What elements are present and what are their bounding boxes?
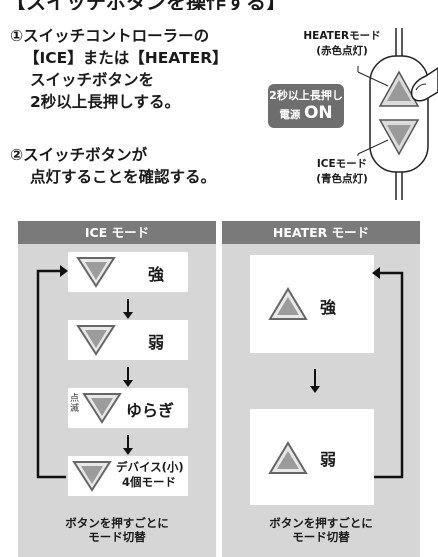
- power-label: 電源: [279, 109, 301, 121]
- step-1-line-1: ①スイッチコントローラーの: [10, 27, 210, 45]
- heater-panel-title: HEATER モード: [222, 221, 420, 244]
- arrow-down-icon: [123, 299, 133, 319]
- heater-mode-label: HEATERモード (赤色点灯): [296, 28, 388, 58]
- ice-mode-text: ICEモード: [316, 158, 368, 170]
- heater-level-weak-label: 弱: [320, 450, 337, 469]
- ice-mode-label: ICEモード (青色点灯): [296, 156, 388, 186]
- ice-mode-sub: (青色点灯): [316, 173, 368, 185]
- blink-label: 点 滅: [70, 394, 80, 414]
- switch-controller-illustration: [357, 28, 438, 200]
- step-1-line-3: スイッチボタンを: [30, 71, 155, 89]
- power-on-text: 電源 ON: [268, 103, 344, 123]
- long-press-text: 2秒以上長押し: [269, 89, 343, 102]
- arrow-down-icon: [123, 367, 133, 387]
- ice-panel-footer: ボタンを押すごとに モード切替: [18, 516, 216, 544]
- section-header: 【スイッチボタンを操作する】: [0, 0, 438, 10]
- ice-level-weak-label: 弱: [148, 333, 165, 352]
- heater-footer-line-2: モード切替: [292, 530, 350, 544]
- ice-down-triangle-icon: [76, 257, 116, 288]
- heater-mode-panel: HEATER モード 強 弱 ボタンを押すごとに モード切替: [222, 221, 420, 557]
- ice-level-strong: 強: [68, 252, 188, 292]
- loop-arrow-icon: [372, 267, 404, 479]
- heater-mode-text: HEATERモード: [303, 30, 381, 42]
- ice-footer-line-1: ボタンを押すごとに: [65, 516, 169, 530]
- step-1: ①スイッチコントローラーの 【ICE】または【HEATER】 スイッチボタンを …: [10, 26, 260, 116]
- step-1-line-2: 【ICE】または【HEATER】: [24, 49, 228, 67]
- step-2-line-2: 点灯することを確認する。: [30, 168, 217, 186]
- section-title: 【スイッチボタンを操作する】: [6, 0, 286, 10]
- arrow-down-icon: [123, 435, 133, 455]
- ice-level-strong-label: 強: [148, 265, 165, 284]
- long-press-badge: 2秒以上長押し 電源 ON: [268, 84, 344, 128]
- heater-level-weak: 弱: [250, 409, 374, 505]
- device-mode-line-2: 4個モード: [122, 475, 177, 489]
- loop-arrow-icon: [36, 265, 68, 479]
- heater-mode-sub: (赤色点灯): [316, 45, 368, 57]
- step-2-line-1: ②スイッチボタンが: [10, 146, 148, 164]
- step-1-line-4: 2秒以上長押しする。: [30, 93, 180, 111]
- ice-level-fluctuation-label: ゆらぎ: [126, 401, 175, 420]
- ice-level-fluctuation: 点 滅 ゆらぎ: [68, 388, 188, 428]
- step-2: ②スイッチボタンが 点灯することを確認する。: [10, 145, 260, 191]
- ice-mode-panel: ICE モード 強 弱 点 滅 ゆらぎ デバイス(小) 4個モード: [18, 221, 216, 557]
- ice-level-weak: 弱: [68, 320, 188, 360]
- device-mode-line-1: デバイス(小): [116, 460, 184, 474]
- heater-footer-line-1: ボタンを押すごとに: [269, 516, 373, 530]
- ice-down-triangle-icon: [76, 325, 116, 356]
- ice-footer-line-2: モード切替: [88, 530, 146, 544]
- arrow-down-icon: [310, 369, 320, 393]
- heater-level-strong: 強: [250, 255, 374, 353]
- heater-up-triangle-icon: [268, 441, 308, 474]
- ice-down-triangle-icon: [82, 393, 122, 424]
- power-on-label: ON: [303, 103, 333, 123]
- heater-up-triangle-icon: [268, 287, 308, 320]
- ice-device-mode: デバイス(小) 4個モード: [68, 456, 188, 496]
- ice-panel-title: ICE モード: [18, 221, 216, 244]
- heater-panel-footer: ボタンを押すごとに モード切替: [222, 516, 420, 544]
- heater-level-strong-label: 強: [320, 298, 337, 317]
- ice-down-triangle-icon: [72, 461, 112, 492]
